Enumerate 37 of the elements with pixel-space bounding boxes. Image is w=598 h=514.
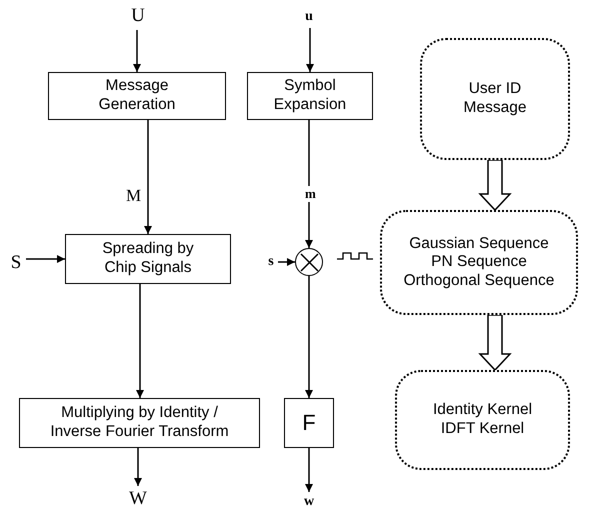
- node-text: Spreading by Chip Signals: [101, 240, 195, 278]
- arrow: [306, 28, 314, 72]
- node-text: Orthogonal Sequence: [404, 272, 554, 290]
- node-text: w: [304, 494, 314, 510]
- multiplier-circle: [295, 248, 323, 276]
- node-text: F: [302, 410, 316, 436]
- hollow-arrow: [478, 314, 512, 372]
- node-text: IDFT Kernel: [440, 420, 524, 439]
- node-text: User ID Message: [462, 80, 528, 118]
- arrow: [278, 258, 295, 266]
- process-box: [19, 398, 260, 448]
- arrow: [26, 255, 65, 263]
- process-box: [48, 72, 226, 120]
- node-text: W: [129, 488, 147, 510]
- edge-label: m: [304, 186, 317, 202]
- node-text: s: [268, 254, 274, 270]
- node-text: Symbol Expansion: [272, 77, 348, 115]
- hollow-arrow: [478, 159, 512, 212]
- arrow: [133, 30, 141, 72]
- arrow: [136, 284, 144, 398]
- arrow: [144, 120, 152, 234]
- arrow: [305, 120, 313, 248]
- node-text: u: [305, 8, 313, 26]
- process-box: [284, 398, 334, 448]
- node-text: S: [10, 252, 22, 274]
- node-text: Identity Kernel: [432, 401, 532, 420]
- node-text: U: [131, 4, 145, 28]
- node-text: Multiplying by Identity / Inverse Fourier Transform: [49, 404, 230, 442]
- process-box: [247, 72, 373, 120]
- node-text: PN Sequence: [431, 253, 527, 272]
- process-box: [65, 234, 231, 284]
- node-text: Message Generation: [98, 77, 176, 115]
- arrow: [305, 448, 313, 492]
- node-text: Gaussian Sequence: [409, 234, 549, 254]
- rounded-box: [420, 38, 570, 160]
- arrow: [305, 276, 313, 398]
- arrow: [134, 448, 142, 486]
